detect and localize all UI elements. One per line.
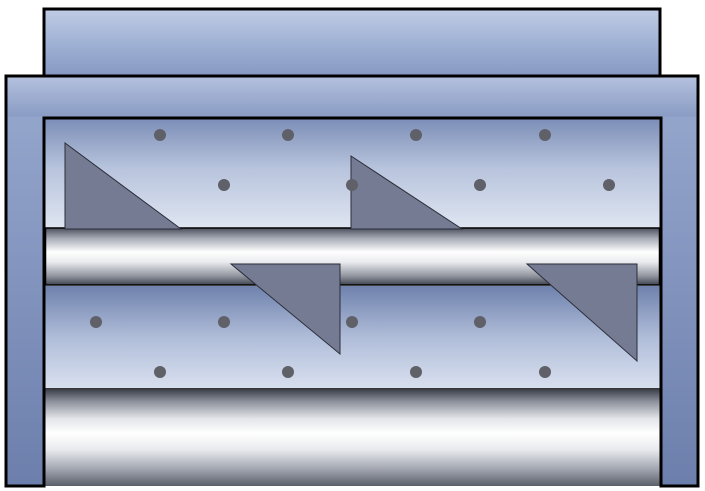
upper-dots <box>154 129 615 191</box>
dot <box>154 366 166 378</box>
top-plate <box>42 7 662 81</box>
lower-blade <box>525 263 638 363</box>
lower-blades <box>229 263 638 363</box>
dot <box>346 316 358 328</box>
dot <box>154 129 166 141</box>
lower-dots <box>90 316 551 378</box>
dot <box>90 316 102 328</box>
dot <box>539 129 551 141</box>
dot <box>218 179 230 191</box>
dot <box>474 179 486 191</box>
dot <box>410 129 422 141</box>
dot <box>410 366 422 378</box>
upper-blade <box>350 155 464 230</box>
dot <box>603 179 615 191</box>
lower-blade <box>229 263 341 356</box>
dot <box>282 129 294 141</box>
dot <box>346 179 358 191</box>
dot <box>474 316 486 328</box>
upper-blade <box>64 142 183 230</box>
frame-top-band <box>7 77 697 117</box>
dot <box>218 316 230 328</box>
upper-blades <box>64 142 464 230</box>
dot <box>282 366 294 378</box>
lower-chamber <box>45 286 660 389</box>
bottom-roller <box>45 390 660 486</box>
dot <box>539 366 551 378</box>
